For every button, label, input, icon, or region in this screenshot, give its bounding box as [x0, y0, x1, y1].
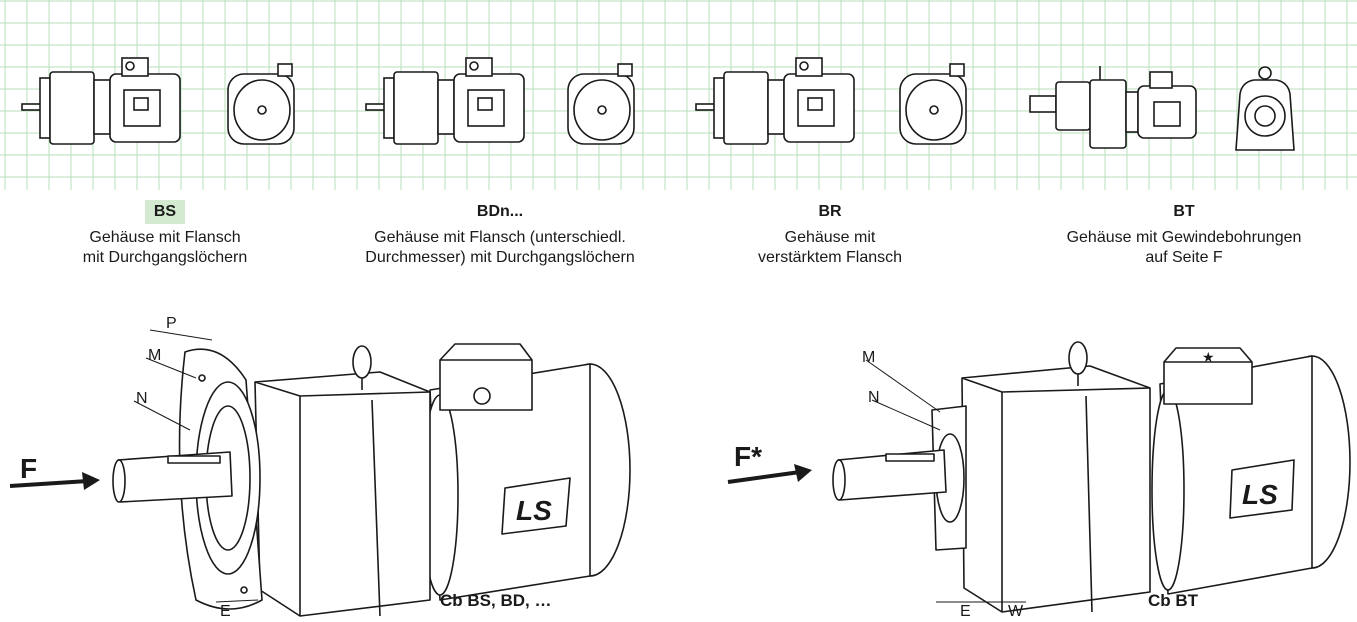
left-label-m: M — [148, 347, 161, 364]
right-gearmotor: ★ LS — [832, 341, 1351, 613]
bdn-front-view — [567, 63, 635, 145]
right-label-w: W — [1008, 603, 1024, 620]
svg-text:★: ★ — [1202, 350, 1215, 366]
bdn-side-view — [365, 57, 525, 145]
right-label-e: E — [960, 603, 971, 620]
variant-grid — [0, 0, 1357, 190]
bt-side-view — [1029, 66, 1197, 149]
br-side-view — [695, 57, 855, 145]
variant-desc-line2: mit Durchgangslöchern — [82, 249, 248, 266]
left-caption: Cb BS, BD, … — [440, 591, 551, 610]
variant-code: BT — [1173, 203, 1195, 220]
left-force-arrow — [9, 472, 100, 490]
left-dimension-lines — [133, 329, 259, 603]
left-label-e: E — [220, 603, 231, 620]
left-label-f: F — [20, 453, 37, 484]
variant-desc-line1: Gehäuse mit Flansch (unterschiedl. — [374, 229, 626, 246]
variant-code: BDn... — [476, 203, 524, 220]
svg-text:LS: LS — [1242, 479, 1278, 510]
variant-desc-line2: Durchmesser) mit Durchgangslöchern — [365, 249, 635, 266]
variant-bs: BS Gehäuse mit Flansch mit Durchgangslöc… — [40, 200, 290, 268]
right-label-n: N — [868, 389, 880, 406]
variant-desc-line1: Gehäuse mit Gewindebohrungen — [1066, 229, 1302, 246]
right-dimension-lines — [865, 359, 1026, 603]
variant-desc-line2: auf Seite F — [1145, 249, 1223, 266]
left-label-n: N — [136, 390, 148, 407]
right-force-arrow — [727, 464, 812, 484]
left-gearmotor: LS — [112, 343, 631, 617]
bs-front-view — [227, 63, 295, 145]
variant-desc-line2: verstärktem Flansch — [757, 249, 903, 266]
variant-br: BR Gehäuse mit verstärktem Flansch — [720, 200, 940, 268]
variant-desc-line1: Gehäuse mit Flansch — [89, 229, 241, 246]
variant-code: BR — [818, 203, 842, 220]
svg-text:LS: LS — [516, 495, 552, 526]
left-label-p: P — [166, 315, 177, 332]
br-front-view — [899, 63, 967, 145]
bt-front-view — [1235, 66, 1295, 151]
isometric-drawings: LS P M N E F Cb BS, BD, … — [9, 315, 1351, 620]
right-caption: Cb BT — [1148, 591, 1199, 610]
variant-bdn: BDn... Gehäuse mit Flansch (unterschiedl… — [330, 200, 670, 268]
variant-desc-line1: Gehäuse mit — [784, 229, 876, 246]
variant-code: BS — [144, 200, 186, 224]
right-label-m: M — [862, 349, 875, 366]
right-label-f: F* — [734, 441, 762, 472]
variant-bt: BT Gehäuse mit Gewindebohrungen auf Seit… — [1022, 200, 1346, 268]
bs-side-view — [21, 57, 181, 145]
